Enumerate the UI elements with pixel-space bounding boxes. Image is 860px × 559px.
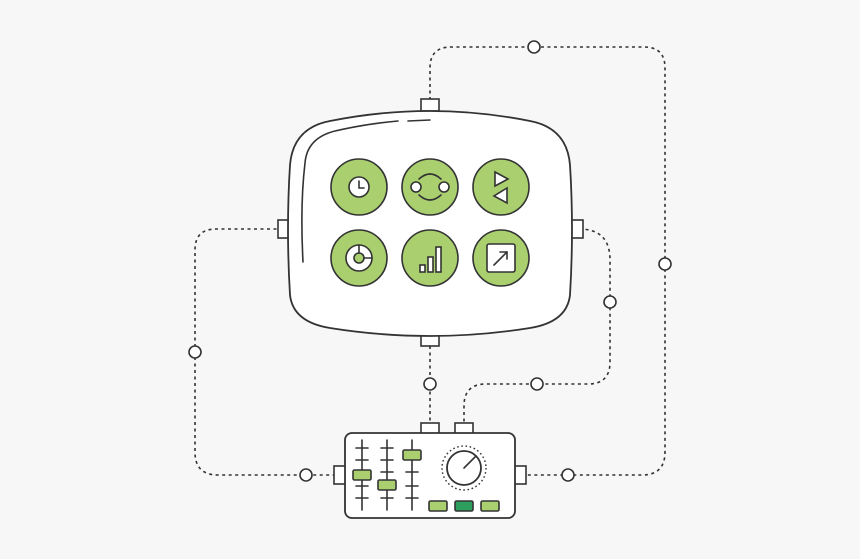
exchange-arrows-icon[interactable]	[472, 158, 530, 216]
screen-glare	[407, 119, 431, 122]
bar-chart-icon[interactable]	[401, 229, 459, 287]
dial-knob-icon[interactable]	[441, 445, 487, 491]
wire-right-to-mixer	[463, 228, 611, 424]
wire-top-to-right	[429, 46, 666, 476]
wire-node	[423, 377, 437, 391]
mixer-device	[333, 422, 527, 519]
pie-chart-icon[interactable]	[330, 229, 388, 287]
wire-node	[561, 468, 575, 482]
wire-node	[188, 345, 202, 359]
port-top	[420, 98, 440, 112]
device-body	[287, 110, 573, 337]
wire-node	[603, 295, 617, 309]
wire-nodes	[188, 40, 672, 482]
clock-icon[interactable]	[330, 158, 388, 216]
wire-node	[299, 468, 313, 482]
slider-handle[interactable]	[377, 479, 397, 491]
mixer-button[interactable]	[428, 500, 448, 512]
wire-node	[530, 377, 544, 391]
dashboard-device	[277, 98, 584, 347]
dashboard-icon-grid	[330, 158, 530, 287]
mixer-button-active[interactable]	[454, 500, 474, 512]
sync-icon[interactable]	[401, 158, 459, 216]
external-link-icon[interactable]	[472, 229, 530, 287]
mixer-button[interactable]	[480, 500, 500, 512]
wire-node	[527, 40, 541, 54]
slider-handle[interactable]	[402, 449, 422, 461]
slider-handle[interactable]	[352, 469, 372, 481]
screen-glare	[301, 120, 399, 263]
wire-node	[658, 257, 672, 271]
